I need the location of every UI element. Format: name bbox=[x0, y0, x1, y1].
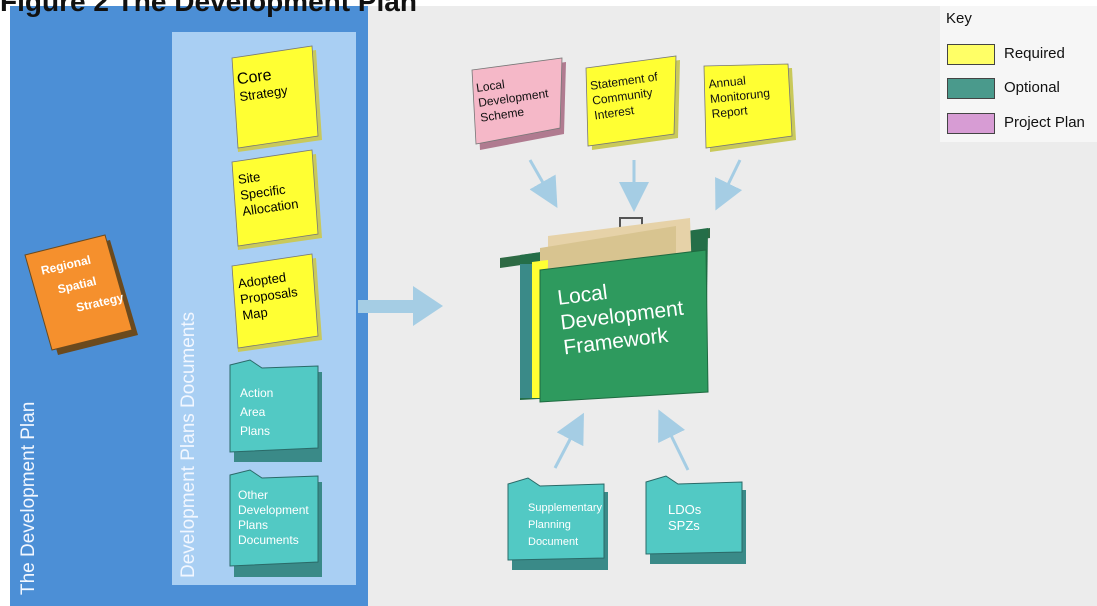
key-title: Key bbox=[946, 10, 972, 27]
folder-other: Other Development Plans Documents bbox=[238, 488, 309, 548]
folder-ldo-line-1: LDOs bbox=[668, 502, 702, 517]
folder-action-shape bbox=[229, 359, 322, 462]
folder-sci: Statement of Community Interest bbox=[589, 69, 663, 123]
arrow-ldo bbox=[658, 409, 690, 471]
key-label-optional: Optional bbox=[1004, 79, 1060, 96]
folder-amr-shape bbox=[703, 63, 796, 152]
folder-other-line-4: Documents bbox=[238, 533, 299, 547]
folder-adopted: Adopted Proposals Map bbox=[237, 268, 301, 324]
folder-other-shape bbox=[229, 469, 322, 577]
folder-action-line-3: Plans bbox=[240, 424, 271, 438]
rss-book bbox=[24, 234, 138, 355]
main-arrow bbox=[358, 286, 443, 326]
folder-action-line-2: Area bbox=[240, 405, 266, 419]
folder-other-line-3: Plans bbox=[238, 518, 269, 532]
folder-action-line-1: Action bbox=[240, 386, 274, 400]
folder-other-line-2: Development bbox=[238, 503, 309, 517]
folder-adopted-shape bbox=[231, 253, 322, 352]
arrow-lds bbox=[528, 159, 558, 209]
folder-other-line-1: Other bbox=[238, 488, 269, 502]
folder-site-shape bbox=[231, 149, 322, 250]
key-label-project: Project Plan bbox=[1004, 114, 1085, 131]
folder-action: Action Area Plans bbox=[240, 384, 273, 441]
folder-ldo: LDOs SPZs bbox=[668, 502, 701, 534]
folder-core-shape bbox=[231, 45, 322, 152]
folder-spd-line-1: Supplementary bbox=[528, 502, 602, 514]
rss-line-1: Regional bbox=[39, 252, 93, 278]
folder-spd-line-3: Document bbox=[528, 536, 579, 548]
ldf-text: Local Development Framework bbox=[556, 271, 688, 361]
figure-title: Figure 2 The Development Plan bbox=[0, 0, 417, 17]
key-swatch-required bbox=[947, 44, 995, 65]
key-swatch-optional bbox=[947, 78, 995, 99]
key-swatch-project bbox=[947, 113, 995, 134]
folder-ldo-line-2: SPZs bbox=[668, 518, 700, 533]
folder-sci-shape bbox=[585, 55, 680, 150]
folder-amr: Annual Monitorung Report bbox=[708, 71, 772, 122]
folder-spd-line-2: Planning bbox=[528, 519, 571, 531]
rss-line-3: Strategy bbox=[74, 290, 125, 315]
key-label-required: Required bbox=[1004, 45, 1065, 62]
folder-spd: Supplementary Planning Document bbox=[528, 500, 602, 551]
folder-lds-shape bbox=[471, 57, 566, 150]
rss-line-2: Spatial bbox=[56, 273, 98, 297]
folder-site: Site Specific Allocation bbox=[237, 164, 300, 219]
ldf-folder-shape bbox=[500, 217, 710, 403]
arrow-amr bbox=[715, 159, 743, 211]
folder-ldo-shape bbox=[645, 475, 746, 564]
folder-spd-shape bbox=[507, 477, 608, 570]
arrow-spd bbox=[553, 412, 584, 469]
folder-core: Core Strategy bbox=[236, 65, 289, 105]
